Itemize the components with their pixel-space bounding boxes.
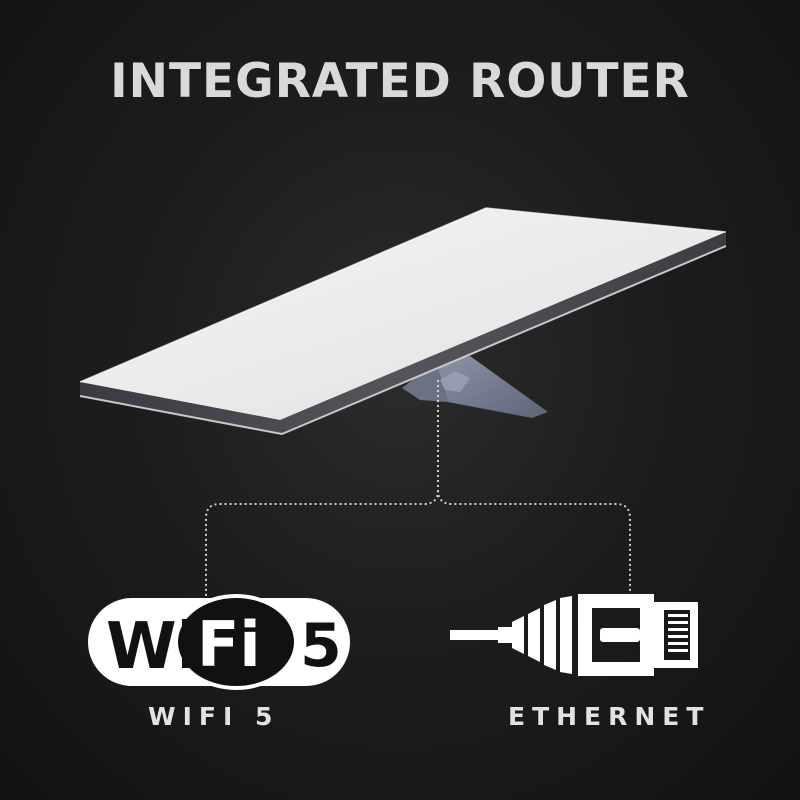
ethernet-cable <box>450 630 498 640</box>
ethernet-boot-rib-3 <box>544 600 556 670</box>
ethernet-plug-body <box>578 594 654 676</box>
router-device-icon <box>79 207 727 436</box>
router-panel-rim <box>79 207 727 383</box>
connector-to-wifi <box>205 380 439 598</box>
ethernet-contact-6 <box>668 649 688 652</box>
ethernet-contact-5 <box>668 642 688 645</box>
ethernet-plug-head <box>654 602 698 668</box>
ethernet-boot-rib-1 <box>512 616 524 654</box>
router-stand-joint <box>440 371 470 392</box>
wifi-logo-version: 5 <box>300 611 342 681</box>
ethernet-plug-icon <box>450 594 698 676</box>
ethernet-contact-4 <box>668 635 688 638</box>
ethernet-contact-3 <box>668 628 688 631</box>
page-title: INTEGRATED ROUTER <box>110 54 690 109</box>
ethernet-boot-rib-4 <box>560 596 572 674</box>
wifi-logo-ring <box>174 594 298 690</box>
ethernet-contact-2 <box>668 621 688 624</box>
connector-lines <box>205 380 631 598</box>
router-stand <box>436 356 548 418</box>
wifi-5-logo-icon: Wi Fi 5 <box>88 594 350 690</box>
wifi-label: WIFI 5 <box>148 702 280 731</box>
router-edge-highlight <box>79 245 727 436</box>
ethernet-boot-rib-2 <box>528 608 540 662</box>
router-panel-top <box>80 208 726 420</box>
wifi-logo-word-left: Wi <box>106 610 199 684</box>
connector-to-ethernet <box>437 489 631 594</box>
ethernet-contact-1 <box>668 614 688 617</box>
router-stand-side <box>402 362 448 402</box>
wifi-logo-oval <box>176 596 296 688</box>
ethernet-latch <box>600 628 640 642</box>
wifi-logo-word-right: Fi <box>197 608 261 681</box>
ethernet-cable-collar <box>498 627 512 643</box>
ethernet-label: ETHERNET <box>508 702 711 731</box>
